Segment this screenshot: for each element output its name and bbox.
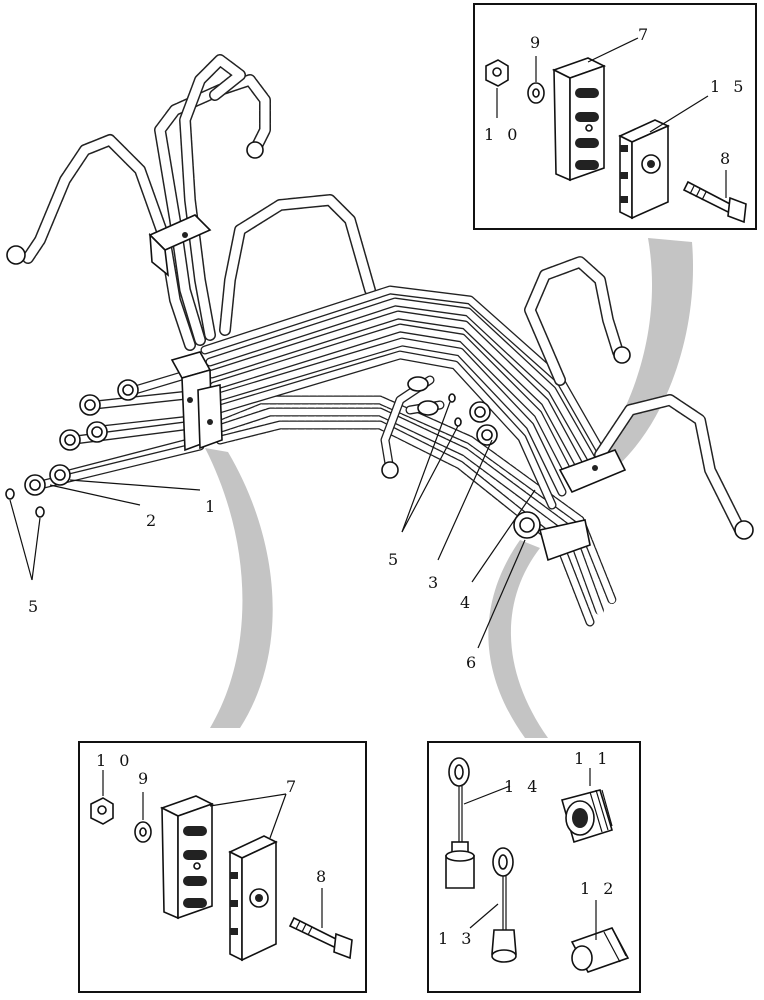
fitting-set-right (381, 346, 754, 540)
label-part-5-center: 5 (388, 550, 402, 569)
hex-nut (90, 797, 114, 825)
label-part-5-left: 5 (28, 597, 42, 616)
label-part-2: 2 (146, 511, 160, 530)
hex-nut (485, 59, 509, 87)
o-ring-set (5, 393, 462, 518)
callout-band-left (205, 448, 273, 728)
inset-box-bottom-right: 1 4 1 3 1 1 1 2 (427, 741, 641, 993)
fitting-set-left (6, 141, 264, 496)
label-part-8-bottom: 8 (316, 867, 330, 886)
coupler-11 (561, 789, 613, 844)
label-part-8-top: 8 (720, 149, 734, 168)
washer (134, 821, 152, 843)
label-part-12: 1 2 (580, 879, 617, 898)
hydraulic-tube-bundle (22, 54, 746, 627)
label-part-6: 6 (466, 653, 480, 672)
clamp-block-top (148, 214, 212, 277)
label-part-1: 1 (205, 497, 219, 516)
label-part-7-top: 7 (638, 25, 652, 44)
dust-cap-14 (445, 757, 475, 889)
label-part-4: 4 (460, 593, 474, 612)
inset-box-top-right: 1 0 9 7 1 5 8 (473, 3, 757, 230)
label-part-13: 1 3 (438, 929, 475, 948)
label-part-9-top: 9 (530, 33, 544, 52)
dust-plug-13 (491, 847, 517, 963)
label-part-3: 3 (428, 573, 442, 592)
label-part-11: 1 1 (574, 749, 611, 768)
leader-lines-main (9, 401, 536, 649)
bolt (682, 180, 747, 224)
label-part-9-bottom: 9 (138, 769, 152, 788)
clamp-block-left (170, 351, 223, 452)
washer (527, 82, 545, 104)
label-part-7-bottom: 7 (286, 777, 300, 796)
callout-band-top (585, 238, 694, 480)
bolt (288, 916, 353, 960)
clamp-plate (228, 835, 278, 962)
clamp-half (159, 795, 215, 920)
label-part-10-top: 1 0 (484, 125, 521, 144)
coupler-12 (570, 927, 630, 973)
inset-box-bottom-left: 1 0 9 7 8 (78, 741, 367, 993)
callout-band-right (488, 540, 548, 738)
clamp-plate (618, 119, 670, 220)
label-part-10-bottom: 1 0 (96, 751, 133, 770)
label-part-14: 1 4 (504, 777, 541, 796)
clamp-block-right (539, 449, 627, 562)
clamp-half (551, 57, 607, 182)
label-part-15: 1 5 (710, 77, 747, 96)
